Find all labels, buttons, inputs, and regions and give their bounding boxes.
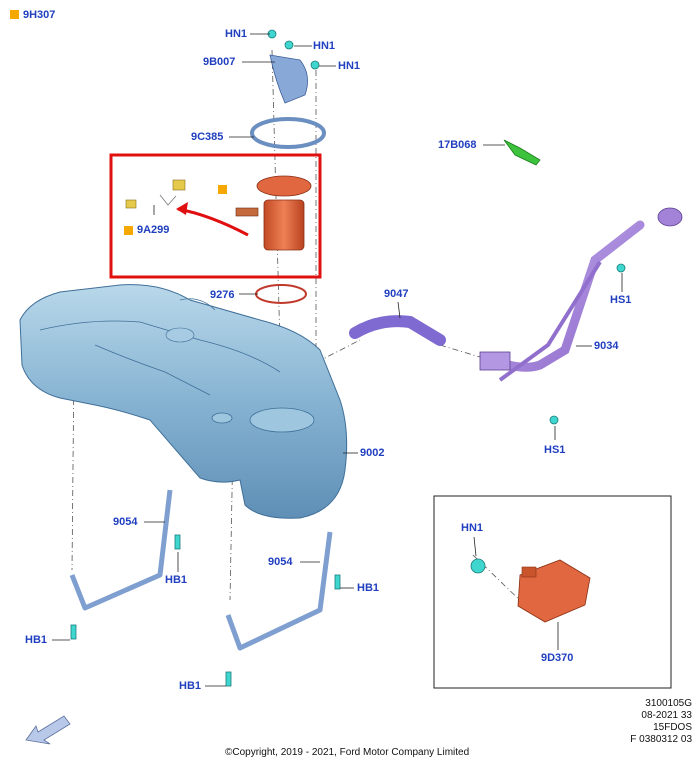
control-module-9d370 (517, 559, 591, 623)
clip-hs1-2 (549, 415, 559, 425)
filler-pipe-9034 (479, 207, 683, 382)
label-9054-right: 9054 (268, 556, 293, 568)
seal-9276 (255, 284, 307, 304)
bolt-hb1-3 (334, 574, 341, 590)
bolt-hb1-4 (225, 671, 232, 687)
hose-9047 (349, 315, 446, 346)
orientation-arrow-icon (25, 715, 71, 745)
drawing-ref-line2: 08-2021 33 (641, 710, 692, 721)
label-9a299: 9A299 (137, 224, 170, 236)
drawing-reference: 3100105G 08-2021 33 15FDOS F 0380312 03 (600, 698, 692, 746)
bolt-hn1-2 (284, 40, 294, 50)
marker-9a299 (124, 226, 133, 235)
label-9034: 9034 (594, 340, 619, 352)
strap-9054-right (225, 531, 333, 651)
label-9c385: 9C385 (191, 131, 224, 143)
cover-9b007 (269, 54, 308, 104)
drawing-ref-line4: F 0380312 03 (630, 734, 692, 745)
bolt-hn1-3 (310, 60, 320, 70)
bolt-hb1-1 (174, 534, 181, 550)
label-hs1-upper: HS1 (610, 294, 632, 306)
label-hn1-inset: HN1 (461, 522, 484, 534)
label-hb1-right: HB1 (357, 582, 380, 594)
label-9d370: 9D370 (541, 652, 574, 664)
label-17b068: 17B068 (438, 139, 477, 151)
lock-ring-9c385 (250, 117, 326, 149)
clip-hs1-1 (616, 263, 626, 273)
legend-marker (10, 10, 19, 19)
nut-hn1-inset (470, 558, 486, 574)
copyright-notice: ©Copyright, 2019 - 2021, Ford Motor Comp… (225, 747, 470, 758)
fuel-pump-module (125, 175, 312, 251)
label-hs1-lower: HS1 (544, 444, 566, 456)
fuel-tank-9002 (19, 284, 348, 519)
marker-pump (218, 185, 227, 194)
label-9054-left: 9054 (113, 516, 138, 528)
label-9047: 9047 (384, 288, 409, 300)
label-9002: 9002 (360, 447, 385, 459)
pump-highlight-frame (109, 153, 322, 279)
label-hn1-mid: HN1 (313, 40, 336, 52)
drawing-ref-line1: 3100105G (645, 698, 692, 709)
label-9b007: 9B007 (203, 56, 236, 68)
label-hn1-top: HN1 (225, 28, 248, 40)
label-hb1-left-lower: HB1 (25, 634, 48, 646)
fasteners (70, 29, 626, 687)
bolt-hb1-2 (70, 624, 77, 640)
vent-valve-17b068 (503, 139, 541, 166)
leader-lines (52, 33, 623, 687)
strap-9054-left (69, 489, 173, 611)
drawing-ref-line3: 15FDOS (653, 722, 692, 733)
label-hb1-bottom: HB1 (179, 680, 202, 692)
inset-frame (433, 495, 672, 689)
legend-code: 9H307 (23, 9, 56, 21)
label-hb1-left-upper: HB1 (165, 574, 188, 586)
label-hn1-right: HN1 (338, 60, 361, 72)
label-9276: 9276 (210, 289, 235, 301)
